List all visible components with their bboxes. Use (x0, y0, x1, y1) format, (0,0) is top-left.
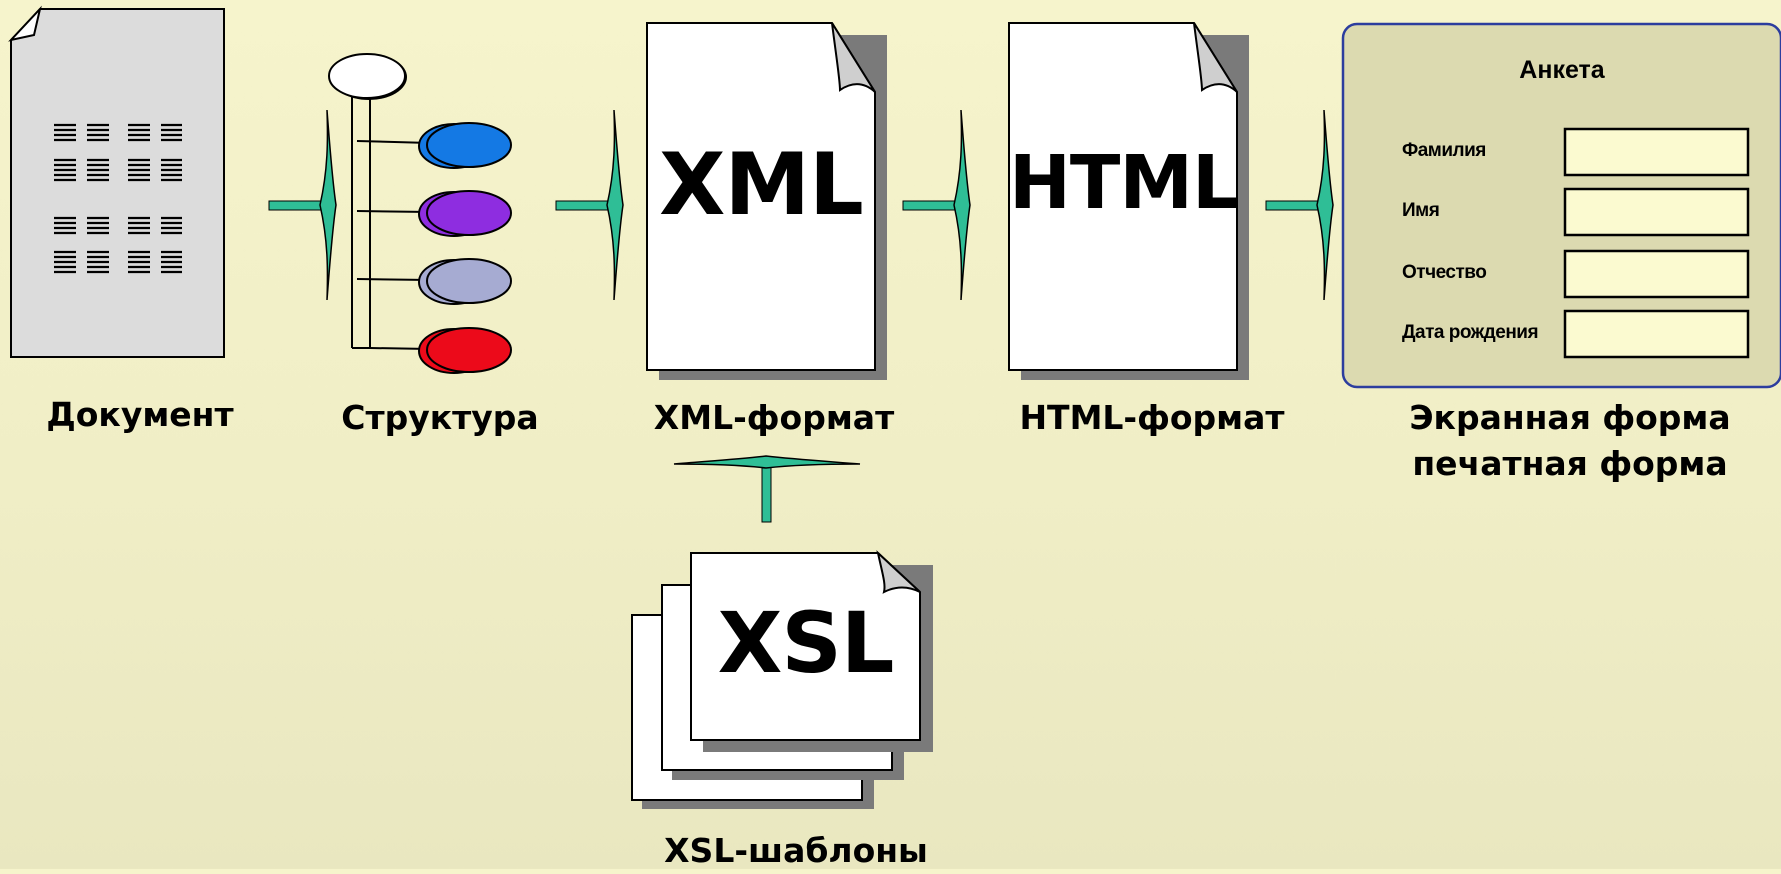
field-name-label: Имя (1402, 200, 1440, 221)
arrow-xsl-to-xml (673, 455, 861, 523)
field-patronymic-label: Отчество (1402, 262, 1487, 283)
field-birthdate-label: Дата рождения (1402, 322, 1539, 343)
field-patronymic-input[interactable] (1563, 249, 1750, 299)
field-name-input[interactable] (1563, 187, 1750, 237)
document-text-lines-icon (54, 123, 182, 274)
label-xsl-templates: XSL-шаблоны (664, 831, 928, 870)
tree-node-lavender (418, 258, 512, 305)
html-document-icon (1008, 22, 1249, 380)
label-structure: Структура (341, 398, 539, 437)
screen-form-panel (1341, 22, 1781, 389)
label-screen-form: Экранная форма (1409, 398, 1731, 437)
tree-node-purple (418, 190, 512, 237)
xml-document-icon (646, 22, 887, 380)
xml-word: XML (659, 135, 864, 235)
xsl-templates-icon (631, 550, 933, 809)
label-xml-format: XML-формат (653, 398, 895, 437)
structure-tree-icon (328, 53, 512, 374)
field-surname-input[interactable] (1563, 127, 1750, 177)
label-html-format: HTML-формат (1019, 398, 1285, 437)
arrow-structure-to-xml (555, 109, 624, 301)
form-title: Анкета (1519, 56, 1605, 84)
tree-node-red (418, 327, 512, 374)
arrow-html-to-form (1265, 109, 1334, 301)
label-print-form: печатная форма (1412, 444, 1728, 483)
field-birthdate-input[interactable] (1563, 309, 1750, 359)
html-word: HTML (1009, 140, 1239, 226)
arrow-document-to-structure (268, 109, 337, 301)
document-icon (8, 5, 225, 358)
arrow-xml-to-html (902, 109, 971, 301)
xsl-word: XSL (717, 594, 895, 692)
label-document: Документ (46, 395, 234, 434)
tree-node-blue (418, 122, 512, 169)
field-surname-label: Фамилия (1402, 140, 1486, 161)
